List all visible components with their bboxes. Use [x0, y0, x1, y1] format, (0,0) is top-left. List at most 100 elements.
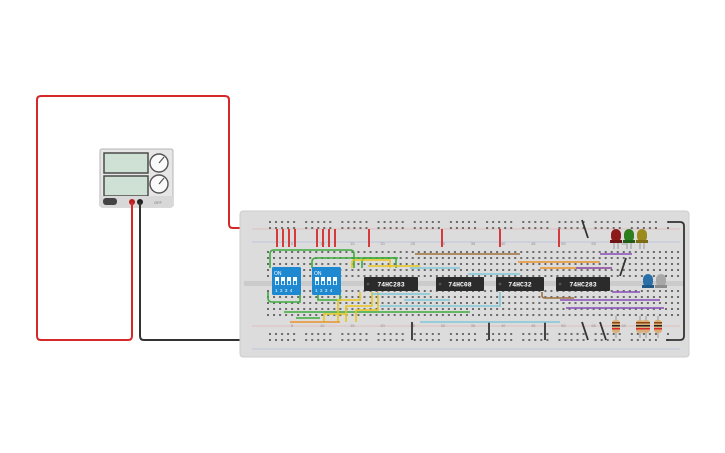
led-white[interactable] — [655, 274, 667, 288]
breadboard-hole[interactable] — [347, 333, 350, 335]
breadboard-hole[interactable] — [556, 251, 559, 253]
breadboard-hole[interactable] — [465, 275, 468, 277]
breadboard-hole[interactable] — [580, 257, 583, 259]
breadboard-hole[interactable] — [357, 290, 360, 292]
breadboard-hole[interactable] — [459, 251, 462, 253]
breadboard-hole[interactable] — [502, 251, 505, 253]
breadboard-hole[interactable] — [508, 257, 511, 259]
breadboard-hole[interactable] — [423, 257, 426, 259]
breadboard-hole[interactable] — [315, 314, 318, 316]
breadboard-hole[interactable] — [586, 275, 589, 277]
breadboard-hole[interactable] — [441, 302, 444, 304]
breadboard-hole[interactable] — [616, 302, 619, 304]
breadboard-hole[interactable] — [522, 333, 525, 335]
breadboard-hole[interactable] — [610, 308, 613, 310]
breadboard-hole[interactable] — [636, 221, 639, 223]
breadboard-hole[interactable] — [616, 251, 619, 253]
breadboard-hole[interactable] — [321, 314, 324, 316]
breadboard-hole[interactable] — [486, 333, 489, 335]
breadboard-hole[interactable] — [411, 308, 414, 310]
breadboard-hole[interactable] — [297, 296, 300, 298]
breadboard-hole[interactable] — [375, 251, 378, 253]
breadboard-hole[interactable] — [640, 314, 643, 316]
breadboard-hole[interactable] — [419, 339, 422, 341]
breadboard-hole[interactable] — [484, 308, 487, 310]
breadboard-hole[interactable] — [606, 221, 609, 223]
breadboard-hole[interactable] — [395, 221, 398, 223]
breadboard-hole[interactable] — [449, 227, 452, 229]
breadboard-hole[interactable] — [652, 314, 655, 316]
breadboard-hole[interactable] — [447, 251, 450, 253]
breadboard-hole[interactable] — [423, 263, 426, 265]
breadboard-hole[interactable] — [405, 314, 408, 316]
breadboard-hole[interactable] — [317, 227, 320, 229]
breadboard-hole[interactable] — [671, 308, 674, 310]
breadboard-hole[interactable] — [303, 308, 306, 310]
breadboard-hole[interactable] — [562, 314, 565, 316]
breadboard-hole[interactable] — [634, 296, 637, 298]
breadboard-hole[interactable] — [514, 308, 517, 310]
breadboard-hole[interactable] — [544, 314, 547, 316]
breadboard-hole[interactable] — [510, 333, 513, 335]
breadboard-hole[interactable] — [484, 290, 487, 292]
breadboard-hole[interactable] — [634, 269, 637, 271]
breadboard-hole[interactable] — [311, 339, 314, 341]
breadboard-hole[interactable] — [365, 333, 368, 335]
breadboard-hole[interactable] — [281, 227, 284, 229]
breadboard-hole[interactable] — [327, 302, 330, 304]
breadboard-hole[interactable] — [267, 251, 269, 253]
breadboard-hole[interactable] — [341, 339, 344, 341]
breadboard-hole[interactable] — [472, 257, 475, 259]
breadboard-hole[interactable] — [556, 269, 559, 271]
breadboard-hole[interactable] — [357, 263, 360, 265]
breadboard-hole[interactable] — [357, 302, 360, 304]
breadboard-hole[interactable] — [630, 227, 633, 229]
breadboard-hole[interactable] — [369, 296, 372, 298]
breadboard-hole[interactable] — [275, 339, 278, 341]
breadboard-hole[interactable] — [658, 269, 661, 271]
breadboard-hole[interactable] — [411, 296, 414, 298]
breadboard-hole[interactable] — [419, 221, 422, 223]
breadboard-hole[interactable] — [465, 308, 468, 310]
breadboard-hole[interactable] — [490, 314, 493, 316]
breadboard-hole[interactable] — [453, 257, 456, 259]
breadboard-hole[interactable] — [610, 269, 613, 271]
breadboard-hole[interactable] — [435, 269, 438, 271]
breadboard-hole[interactable] — [459, 302, 462, 304]
breadboard-hole[interactable] — [570, 333, 573, 335]
resistor-1[interactable] — [612, 316, 620, 338]
breadboard-hole[interactable] — [576, 339, 579, 341]
breadboard-hole[interactable] — [405, 275, 408, 277]
breadboard-hole[interactable] — [592, 257, 595, 259]
chip-74hc08[interactable]: 74HC08 — [436, 277, 484, 291]
breadboard-hole[interactable] — [472, 308, 475, 310]
breadboard-hole[interactable] — [532, 296, 535, 298]
breadboard-hole[interactable] — [287, 221, 290, 223]
breadboard-hole[interactable] — [564, 221, 567, 223]
breadboard-hole[interactable] — [275, 333, 278, 335]
breadboard-hole[interactable] — [291, 314, 294, 316]
breadboard-hole[interactable] — [504, 221, 507, 223]
breadboard-hole[interactable] — [399, 257, 402, 259]
breadboard-hole[interactable] — [431, 221, 434, 223]
breadboard-hole[interactable] — [377, 333, 380, 335]
breadboard-hole[interactable] — [582, 333, 585, 335]
breadboard-hole[interactable] — [459, 308, 462, 310]
breadboard-hole[interactable] — [401, 227, 404, 229]
breadboard-hole[interactable] — [435, 314, 438, 316]
breadboard-hole[interactable] — [321, 308, 324, 310]
breadboard-hole[interactable] — [618, 339, 621, 341]
breadboard-hole[interactable] — [423, 251, 426, 253]
breadboard-hole[interactable] — [478, 314, 481, 316]
breadboard-hole[interactable] — [291, 263, 294, 265]
breadboard-hole[interactable] — [327, 314, 330, 316]
breadboard-hole[interactable] — [640, 296, 643, 298]
breadboard-hole[interactable] — [556, 302, 559, 304]
black-jumpers[interactable] — [411, 219, 685, 341]
breadboard-hole[interactable] — [496, 314, 499, 316]
breadboard-hole[interactable] — [351, 308, 354, 310]
breadboard-hole[interactable] — [544, 251, 547, 253]
breadboard-hole[interactable] — [399, 275, 402, 277]
breadboard-hole[interactable] — [652, 308, 655, 310]
breadboard-hole[interactable] — [640, 275, 643, 277]
